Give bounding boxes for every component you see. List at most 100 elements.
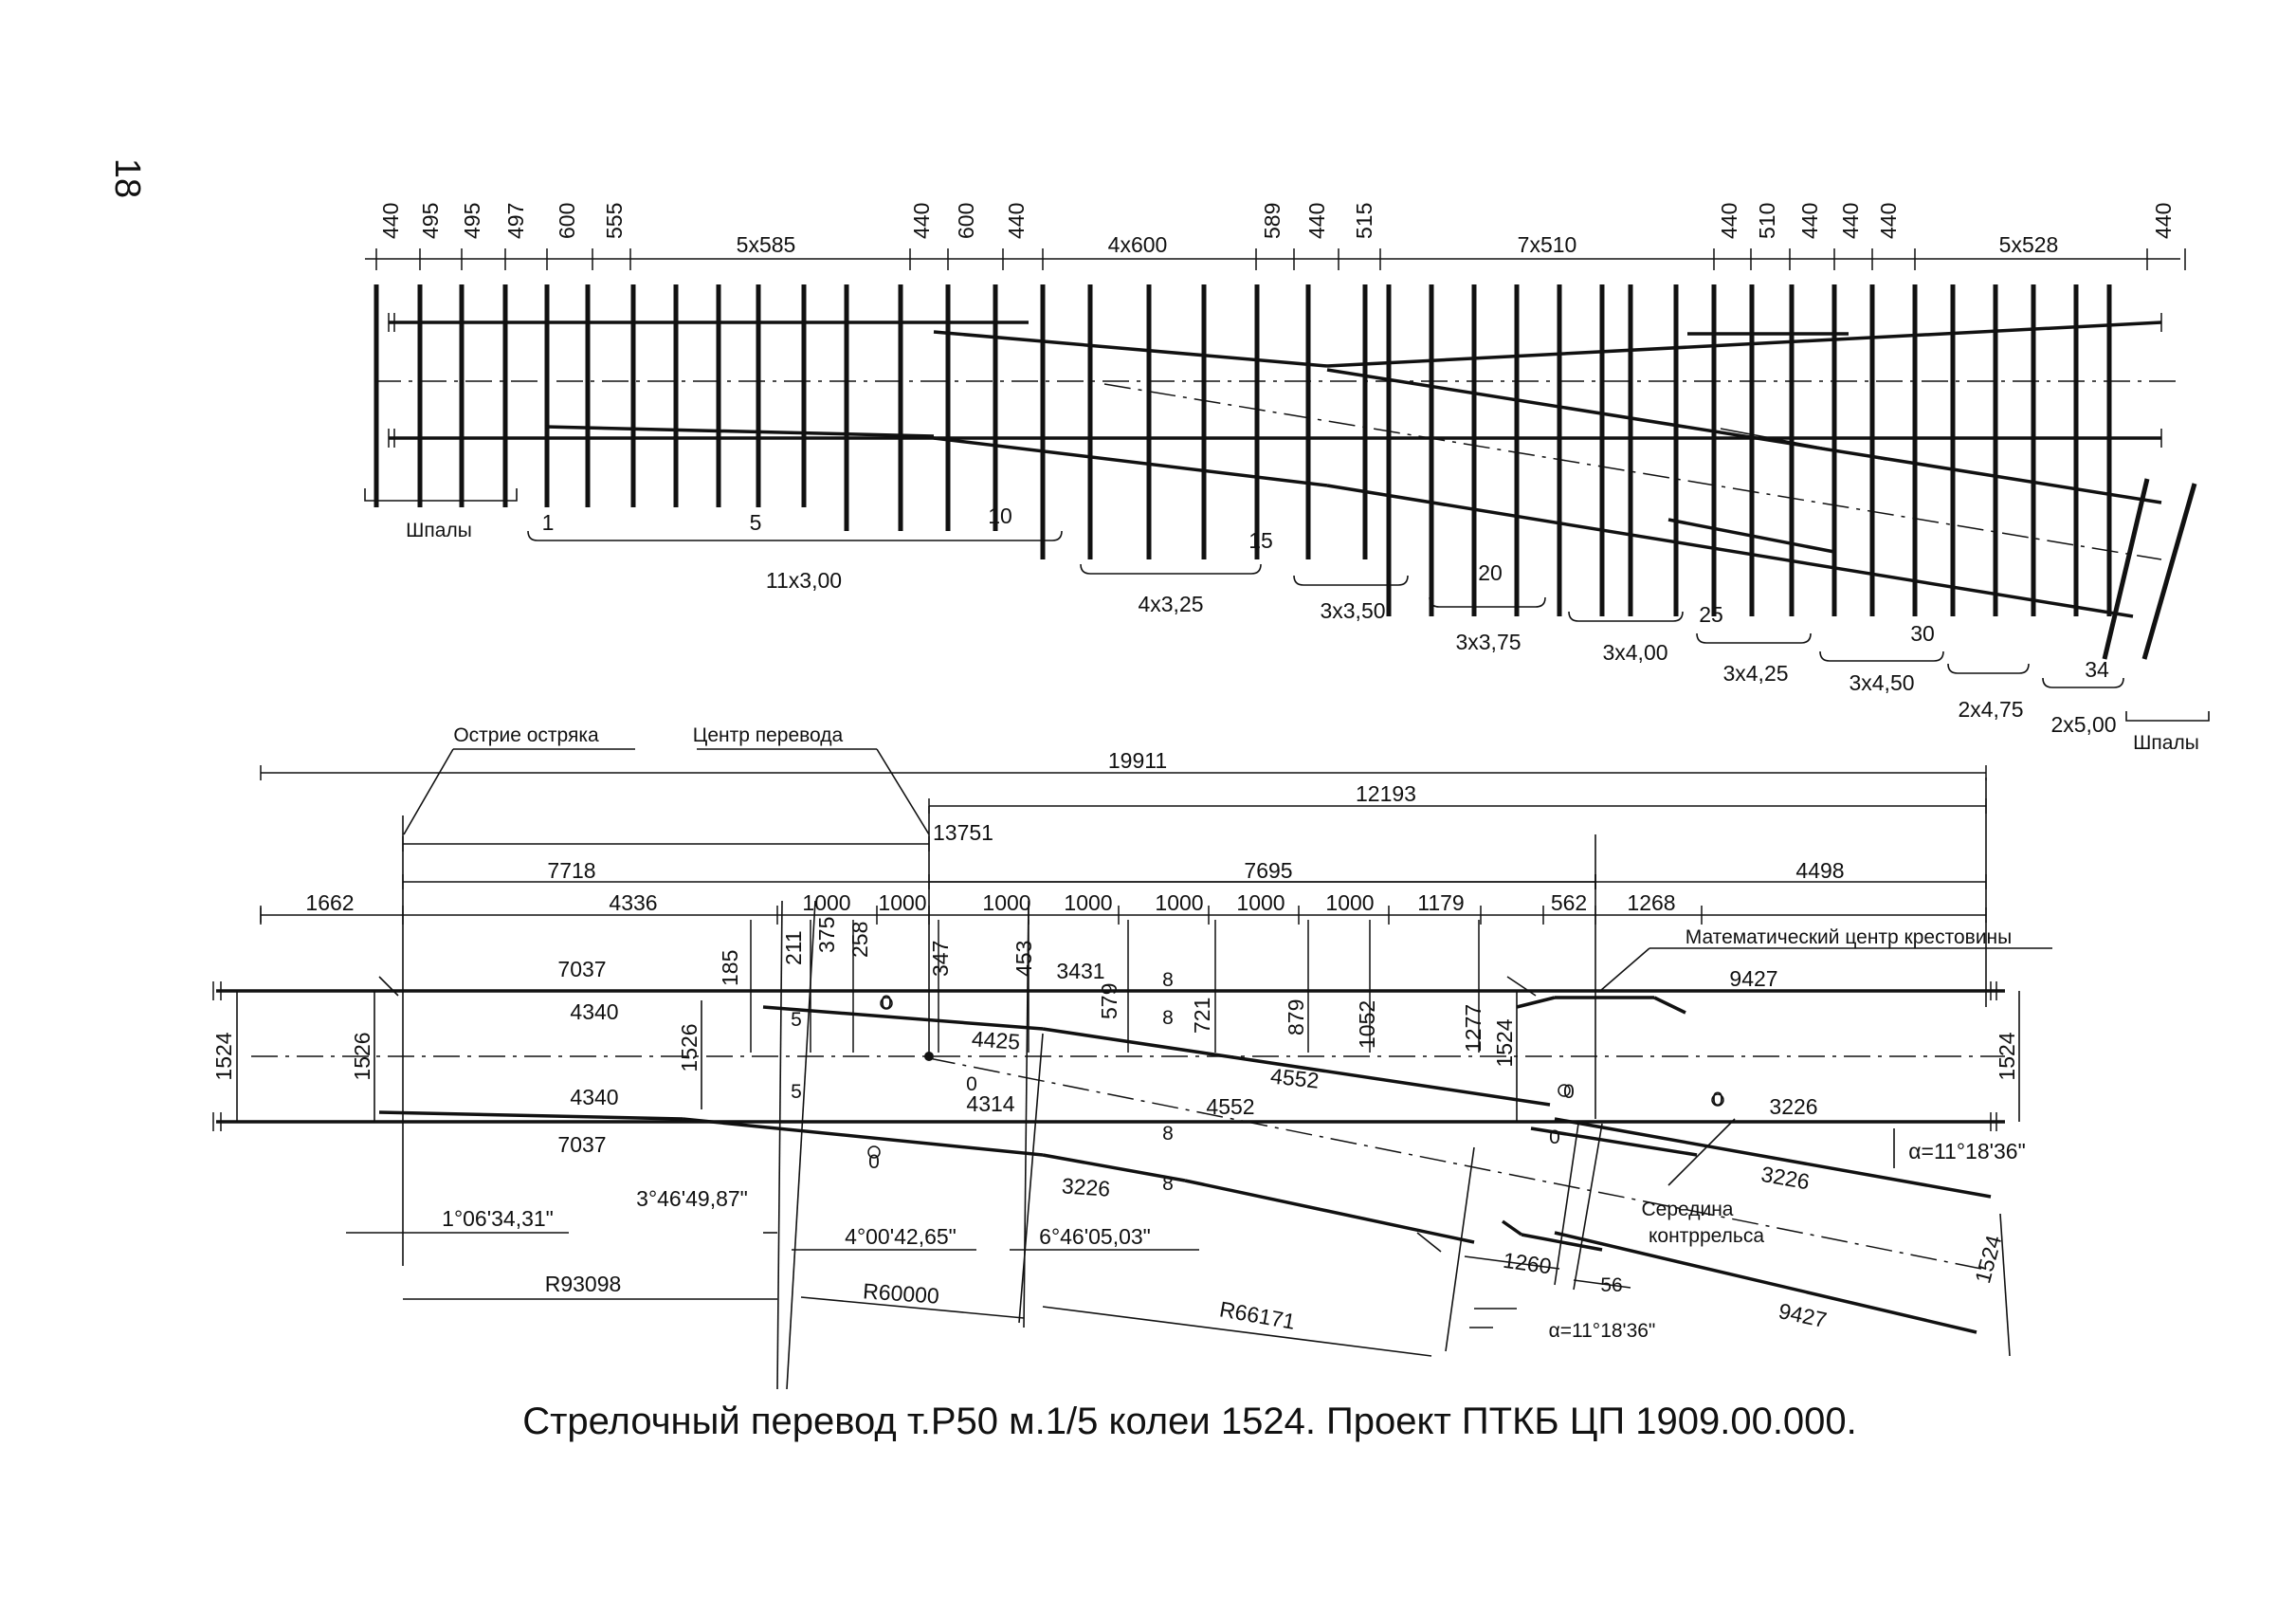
gauge-label: 1524: [1492, 1018, 1517, 1067]
joint-mark: 0: [1712, 1089, 1723, 1110]
radius-label: R66171: [1217, 1296, 1297, 1334]
joint-mark: 0: [1549, 1127, 1560, 1148]
sleeper-number: 1: [542, 510, 555, 535]
offset-dimension: 1277: [1461, 1004, 1485, 1053]
offset-dimension: 375: [814, 917, 839, 953]
gauge-label: 1524: [211, 1032, 236, 1080]
offset-dimension: 879: [1284, 999, 1308, 1035]
sleeper-spacing-label: 495: [418, 203, 443, 239]
sleeper-spacing-label: 440: [2151, 203, 2176, 239]
overall-dimension: 19911: [1108, 748, 1167, 773]
sleeper-length-label: 2x4,75: [1958, 697, 2023, 722]
page-number: 18: [107, 158, 147, 198]
rail-length: 3431: [1056, 959, 1104, 983]
sleeper-length-label: 11x3,00: [766, 568, 842, 593]
angle-label: 1°06'34,31": [442, 1206, 554, 1231]
sleeper-number: 34: [2085, 657, 2109, 682]
rail-length: 3226: [1061, 1173, 1111, 1201]
sleeper-length-label: 3x4,00: [1602, 640, 1667, 665]
row-dimension: 1000: [1325, 890, 1374, 915]
sleeper-length-label: 4x3,25: [1138, 592, 1203, 616]
alpha-label: α=11°18'36": [1549, 1320, 1656, 1342]
sleeper-spacing-label: 440: [1876, 203, 1901, 239]
sleeper-spacing-label: 440: [1004, 203, 1029, 239]
sleeper-length-label: 3x3,75: [1455, 630, 1521, 654]
rail-length: 7037: [557, 957, 606, 981]
joint-mark: 0: [868, 1151, 880, 1173]
overall-dimension: 12193: [1356, 781, 1416, 806]
joint-mark: 8: [1162, 1123, 1174, 1145]
sleeper-length-label: 3x4,25: [1722, 661, 1788, 686]
row-dimension: 1179: [1417, 890, 1464, 915]
sleeper-spacing-label: 7x510: [1518, 232, 1577, 257]
offset-dimension: 347: [928, 941, 953, 977]
math-center-label: Математический центр крестовины: [1686, 926, 2013, 948]
row-dimension: 1268: [1627, 890, 1675, 915]
row-dimension: 1000: [802, 890, 850, 915]
sleeper-length-label: 3x3,50: [1320, 598, 1385, 623]
joint-mark: 0: [881, 992, 892, 1014]
sleeper-number: 5: [750, 510, 762, 535]
sleeper-spacing-label: 600: [954, 203, 978, 239]
sleeper-spacing-label: 600: [555, 203, 579, 239]
sleeper-spacing-label: 4x600: [1108, 232, 1168, 257]
gauge-label: 1524: [1970, 1233, 2006, 1286]
angle-label: 4°00'42,65": [845, 1224, 957, 1249]
angle-label: 6°46'05,03": [1039, 1224, 1151, 1249]
rail-length: 4314: [966, 1091, 1014, 1116]
sleeper-spacing-label: 440: [378, 203, 403, 239]
rail-length: 4425: [971, 1026, 1021, 1054]
dimension-label: 56: [1600, 1274, 1622, 1296]
overall-dimension: 4498: [1795, 858, 1844, 883]
sleeper-spacing-label: 589: [1260, 203, 1285, 239]
row-dimension: 1662: [305, 890, 354, 915]
sleeper-spacing-label: 515: [1352, 203, 1376, 239]
sleeper-spacing-label: 5x585: [737, 232, 796, 257]
joint-mark: 5: [791, 1081, 802, 1103]
sleeper-spacing-label: 495: [460, 203, 484, 239]
ties-label-right: Шпалы: [2133, 732, 2199, 754]
gauge-label: 1524: [1995, 1032, 2019, 1080]
rail-length: 7037: [557, 1132, 606, 1157]
sleeper-number: 10: [988, 504, 1012, 528]
sleeper-spacing-label: 440: [1717, 203, 1741, 239]
dimension-label: 1260: [1502, 1248, 1553, 1279]
guardrail-label: контррельса: [1649, 1225, 1764, 1247]
offset-dimension: 579: [1097, 983, 1121, 1019]
sleeper-spacing-label: 555: [602, 203, 627, 239]
offset-dimension: 1052: [1355, 1000, 1379, 1049]
gauge-label: 1526: [350, 1032, 374, 1080]
angle-label: 3°46'49,87": [636, 1186, 748, 1211]
rail-length: 4340: [570, 1085, 618, 1109]
row-dimension: 1000: [1064, 890, 1112, 915]
rail-length: 4552: [1206, 1094, 1254, 1119]
alpha-label: α=11°18'36": [1908, 1139, 2026, 1163]
joint-mark: 5: [791, 1009, 802, 1031]
offset-dimension: 721: [1190, 998, 1214, 1034]
row-dimension: 1000: [878, 890, 926, 915]
gauge-label: 1526: [677, 1023, 702, 1072]
sleeper-spacing-label: 440: [1838, 203, 1863, 239]
joint-mark: 8: [1162, 1173, 1174, 1195]
sleeper-spacing-label: 440: [909, 203, 934, 239]
radius-label: R93098: [545, 1272, 622, 1296]
joint-mark: 0: [966, 1073, 977, 1095]
joint-mark: 8: [1162, 1007, 1174, 1029]
offset-dimension: 258: [847, 922, 872, 958]
radius-label: R60000: [862, 1278, 939, 1309]
overall-dimension: 7695: [1244, 858, 1292, 883]
sleeper-number: 20: [1478, 560, 1503, 585]
offset-dimension: 453: [1011, 941, 1036, 977]
row-dimension: 1000: [1236, 890, 1285, 915]
sleeper-number: 25: [1699, 602, 1723, 627]
sleeper-spacing-label: 440: [1797, 203, 1822, 239]
rail-length: 9427: [1777, 1298, 1829, 1332]
rail-length: 9427: [1729, 966, 1777, 991]
sleeper-length-label: 2x5,00: [2050, 712, 2116, 737]
sleeper-number: 15: [1248, 528, 1273, 553]
sleeper-spacing-label: 5x528: [1999, 232, 2059, 257]
turnout-center-label: Центр перевода: [693, 724, 844, 746]
rail-length: 4340: [570, 999, 618, 1024]
